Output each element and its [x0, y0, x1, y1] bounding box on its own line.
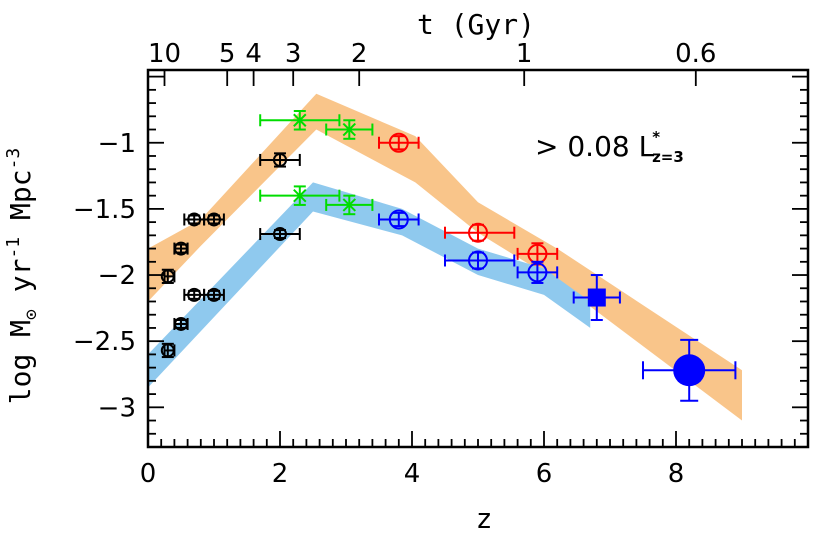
data-point: [160, 342, 176, 359]
y-tick-label: −1.5: [73, 195, 136, 225]
marker-circle: [187, 212, 202, 227]
y-tick-label: −3: [98, 393, 136, 423]
data-series: [160, 110, 737, 402]
data-point: [444, 250, 516, 271]
y-axis-title-sun-symbol: ⊙: [21, 309, 42, 320]
top-tick-label: 5: [219, 39, 236, 69]
x-axis-title: z: [476, 502, 493, 534]
marker-circle: [174, 316, 188, 331]
data-point: [259, 152, 301, 168]
x-tick-label: 4: [404, 459, 421, 489]
top-tick-label: 0.6: [675, 39, 716, 69]
x-tick-label: 6: [536, 459, 553, 489]
axis-ticks: [147, 70, 809, 448]
data-point: [183, 287, 206, 302]
marker-star: [293, 113, 307, 127]
top-tick-label: 4: [245, 39, 262, 69]
marker-circle: [174, 241, 188, 256]
y-tick-label: −1: [98, 129, 136, 159]
y-tick-label: −2.5: [73, 327, 136, 357]
data-point: [325, 194, 374, 216]
data-point: [160, 268, 176, 284]
y-axis-title-main: log M: [4, 320, 37, 404]
top-tick-label: 2: [351, 39, 368, 69]
marker-circle: [527, 262, 548, 283]
top-axis-title: t (Gyr): [417, 8, 535, 41]
marker-filled-circle: [673, 354, 706, 387]
marker-circle: [160, 343, 175, 358]
top-tick-label: 1: [516, 39, 533, 69]
top-tick-label: 10: [148, 39, 181, 69]
data-point: [259, 227, 301, 242]
data-point: [173, 241, 189, 256]
marker-square: [587, 288, 606, 307]
data-point: [378, 132, 420, 153]
marker-star: [293, 188, 307, 203]
data-point: [203, 212, 225, 227]
data-point: [516, 260, 559, 284]
marker-circle: [187, 287, 202, 302]
y-axis-title-yr-exp: -1: [3, 237, 24, 259]
marker-circle: [207, 212, 221, 227]
marker-circle: [468, 222, 488, 243]
y-axis-title-yr: yr: [4, 259, 37, 310]
marker-circle: [468, 250, 488, 271]
data-point: [572, 274, 621, 322]
data-point: [444, 222, 516, 243]
data-point: [325, 119, 374, 140]
y-axis-title-mpc: Mpc: [4, 169, 37, 236]
y-tick-label: −2: [98, 261, 136, 291]
annotation-prefix: > 0.08 L: [535, 130, 655, 163]
data-point: [259, 110, 341, 131]
y-axis-title: log M⊙ yr-1 Mpc-3: [3, 148, 42, 405]
marker-circle: [388, 209, 409, 230]
marker-circle: [160, 269, 175, 284]
marker-star: [342, 122, 357, 137]
model-bands: [148, 93, 742, 421]
x-tick-label: 8: [668, 459, 685, 489]
data-point: [173, 316, 189, 331]
data-point: [642, 338, 737, 402]
x-tick-label: 0: [140, 459, 157, 489]
data-point: [259, 185, 341, 206]
marker-circle: [273, 152, 287, 167]
annotation-superscript: *: [652, 128, 660, 146]
luminosity-annotation: > 0.08 L* z=3: [535, 128, 684, 166]
data-point: [203, 287, 225, 302]
annotation-subscript: z=3: [652, 148, 684, 166]
y-axis-title-mpc-exp: -3: [3, 148, 24, 170]
top-tick-label: 3: [285, 39, 302, 69]
marker-star: [342, 198, 357, 212]
x-tick-label: 2: [272, 459, 289, 489]
data-point: [378, 209, 420, 230]
marker-circle: [207, 287, 221, 302]
marker-circle: [388, 132, 409, 153]
band-lower: [148, 182, 591, 388]
marker-circle: [273, 227, 287, 242]
